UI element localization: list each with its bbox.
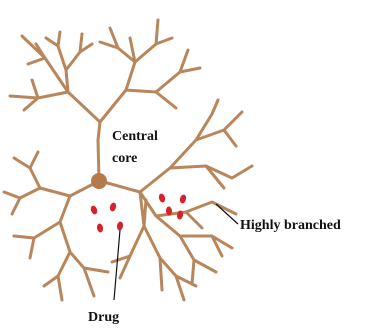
drug-label: Drug [88, 310, 119, 325]
drug-dot [90, 205, 99, 216]
branch-upper-left [10, 32, 100, 122]
branch-upper-right [100, 20, 200, 122]
branch-lower-middle [112, 192, 196, 300]
drug-dot [96, 223, 103, 233]
central-core-label-line1: Central [112, 129, 158, 144]
highly-branched-label: Highly branched [240, 218, 341, 233]
central-core-label-line2: core [112, 151, 137, 166]
branch-right [140, 100, 252, 284]
drug-dot [116, 221, 123, 231]
drug-leader [114, 230, 120, 300]
central-core-node [91, 173, 107, 189]
branch-stem-up [98, 122, 100, 181]
drug-dot [109, 202, 117, 212]
drug-dot [158, 193, 166, 203]
branch-lower-left [4, 152, 108, 300]
drug-dot [179, 194, 187, 204]
